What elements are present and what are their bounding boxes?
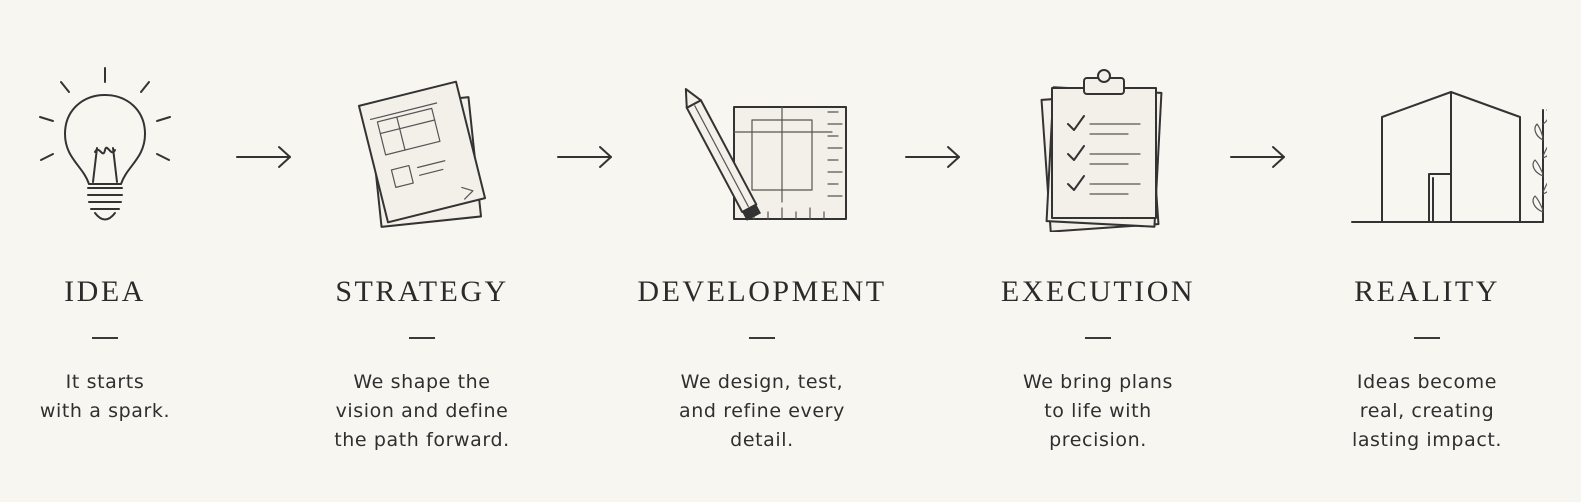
description-line: lasting impact. xyxy=(1351,429,1503,451)
step-description: It starts with a spark. xyxy=(0,368,255,426)
description-line: vision and define xyxy=(335,400,509,422)
description-line: It starts xyxy=(65,371,145,393)
arrow-right-icon xyxy=(234,144,294,170)
description-line: We design, test, xyxy=(680,371,844,393)
description-line: with a spark. xyxy=(39,400,171,422)
arrow-right-icon xyxy=(903,144,963,170)
description-line: to life with xyxy=(1044,400,1152,422)
arrow-right-icon xyxy=(555,144,615,170)
step-strategy: STRATEGY We shape the vision and define … xyxy=(272,0,572,502)
building-plant-icon xyxy=(1307,62,1547,232)
step-idea: IDEA It starts with a spark. xyxy=(0,0,255,502)
pencil-ruler-icon xyxy=(642,62,882,232)
description-line: We bring plans xyxy=(1022,371,1174,393)
title-divider xyxy=(749,337,775,339)
step-title: DEVELOPMENT xyxy=(637,275,887,308)
description-line: the path forward. xyxy=(334,429,510,451)
blueprint-papers-icon xyxy=(302,62,542,232)
step-title: STRATEGY xyxy=(335,275,509,308)
description-line: real, creating xyxy=(1359,400,1495,422)
description-line: Ideas become xyxy=(1356,371,1498,393)
description-line: We shape the xyxy=(353,371,491,393)
step-execution: EXECUTION We bring plans to life with pr… xyxy=(948,0,1248,502)
step-description: We design, test, and refine every detail… xyxy=(612,368,912,455)
title-divider xyxy=(1414,337,1440,339)
step-description: Ideas become real, creating lasting impa… xyxy=(1277,368,1577,455)
title-divider xyxy=(409,337,435,339)
title-divider xyxy=(92,337,118,339)
arrow-right-icon xyxy=(1228,144,1288,170)
lightbulb-icon xyxy=(0,62,225,232)
description-line: detail. xyxy=(730,429,794,451)
clipboard-checklist-icon xyxy=(978,62,1218,232)
description-line: and refine every xyxy=(679,400,845,422)
step-title: IDEA xyxy=(64,275,146,308)
step-reality: REALITY Ideas become real, creating last… xyxy=(1277,0,1577,502)
description-line: precision. xyxy=(1049,429,1147,451)
title-divider xyxy=(1085,337,1111,339)
step-description: We shape the vision and define the path … xyxy=(272,368,572,455)
step-title: EXECUTION xyxy=(1000,275,1196,308)
step-development: DEVELOPMENT We design, test, and refine … xyxy=(612,0,912,502)
step-description: We bring plans to life with precision. xyxy=(948,368,1248,455)
step-title: REALITY xyxy=(1354,275,1500,308)
